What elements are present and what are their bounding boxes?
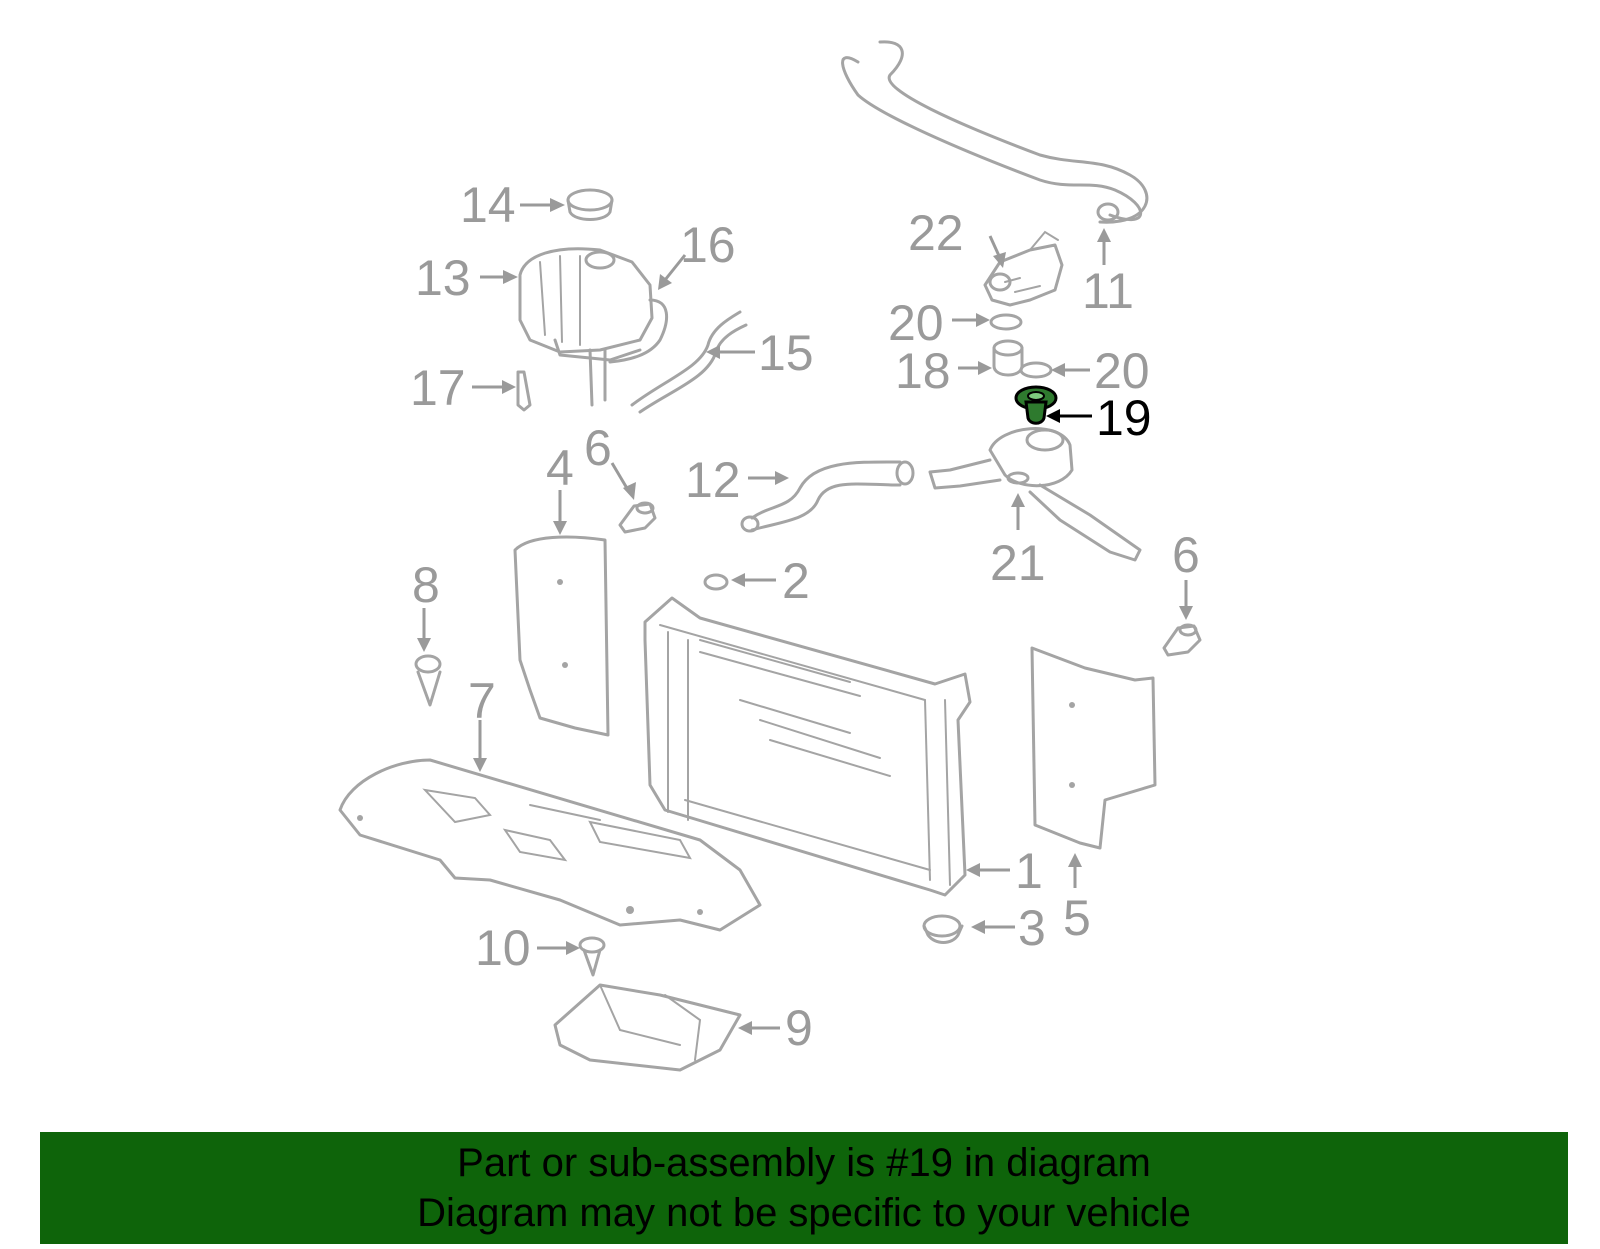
reservoir-cap bbox=[566, 188, 614, 221]
callout-17: 17 bbox=[410, 360, 466, 416]
banner-disclaimer-line: Diagram may not be specific to your vehi… bbox=[417, 1191, 1191, 1235]
radiator bbox=[643, 596, 972, 897]
lower-radiator-hose bbox=[740, 460, 915, 533]
info-banner: Part or sub-assembly is #19 in diagram D… bbox=[40, 1132, 1568, 1244]
callout-8: 8 bbox=[412, 557, 440, 613]
callout-10: 10 bbox=[475, 920, 531, 976]
callout-1: 1 bbox=[1015, 843, 1043, 899]
thermostat-housing bbox=[983, 230, 1064, 307]
callout-9: 9 bbox=[785, 1000, 813, 1056]
coolant-reservoir bbox=[518, 247, 669, 407]
highlighted-part-19 bbox=[1014, 385, 1058, 425]
callout-3: 3 bbox=[1018, 900, 1046, 956]
hose-clip bbox=[516, 370, 532, 412]
callout-4: 4 bbox=[546, 440, 574, 496]
drain-plug bbox=[703, 573, 729, 591]
callout-labels: 1 2 3 4 5 6 6 7 8 9 10 11 12 13 14 15 16… bbox=[410, 177, 1200, 1056]
callout-20-lower: 20 bbox=[1094, 343, 1150, 399]
push-pin bbox=[414, 654, 442, 707]
water-outlet-pipe bbox=[928, 427, 1142, 562]
callout-14: 14 bbox=[460, 177, 516, 233]
banner-part-line: Part or sub-assembly is #19 in diagram bbox=[457, 1141, 1151, 1185]
gasket-upper bbox=[989, 313, 1023, 331]
push-clip-right bbox=[1162, 623, 1202, 657]
shield-push-pin bbox=[578, 936, 606, 977]
callout-21: 21 bbox=[990, 535, 1046, 591]
skid-shield bbox=[553, 983, 742, 1072]
callout-7: 7 bbox=[468, 673, 496, 729]
callout-arrows bbox=[417, 198, 1193, 1035]
callout-13: 13 bbox=[415, 250, 471, 306]
callout-20-upper: 20 bbox=[888, 295, 944, 351]
callout-12: 12 bbox=[685, 452, 741, 508]
callout-11: 11 bbox=[1082, 263, 1134, 319]
callout-18: 18 bbox=[895, 343, 951, 399]
callout-6-left: 6 bbox=[584, 420, 612, 476]
callout-22: 22 bbox=[908, 205, 964, 261]
right-air-baffle bbox=[1030, 646, 1157, 850]
upper-radiator-hose bbox=[841, 40, 1149, 224]
parts-diagram: 1 2 3 4 5 6 6 7 8 9 10 11 12 13 14 15 16… bbox=[338, 40, 1202, 1072]
callout-6-right: 6 bbox=[1172, 527, 1200, 583]
push-clip-left bbox=[618, 501, 657, 534]
left-air-baffle bbox=[513, 535, 610, 737]
callout-15: 15 bbox=[758, 325, 814, 381]
callout-5: 5 bbox=[1063, 890, 1091, 946]
thermostat bbox=[992, 339, 1024, 377]
callout-2: 2 bbox=[782, 553, 810, 609]
gasket-lower bbox=[1019, 361, 1053, 379]
callout-16: 16 bbox=[680, 217, 736, 273]
overflow-hose bbox=[630, 310, 748, 414]
radiator-cap bbox=[922, 914, 964, 944]
callout-19: 19 bbox=[1096, 390, 1152, 446]
lower-air-deflector bbox=[338, 758, 762, 932]
